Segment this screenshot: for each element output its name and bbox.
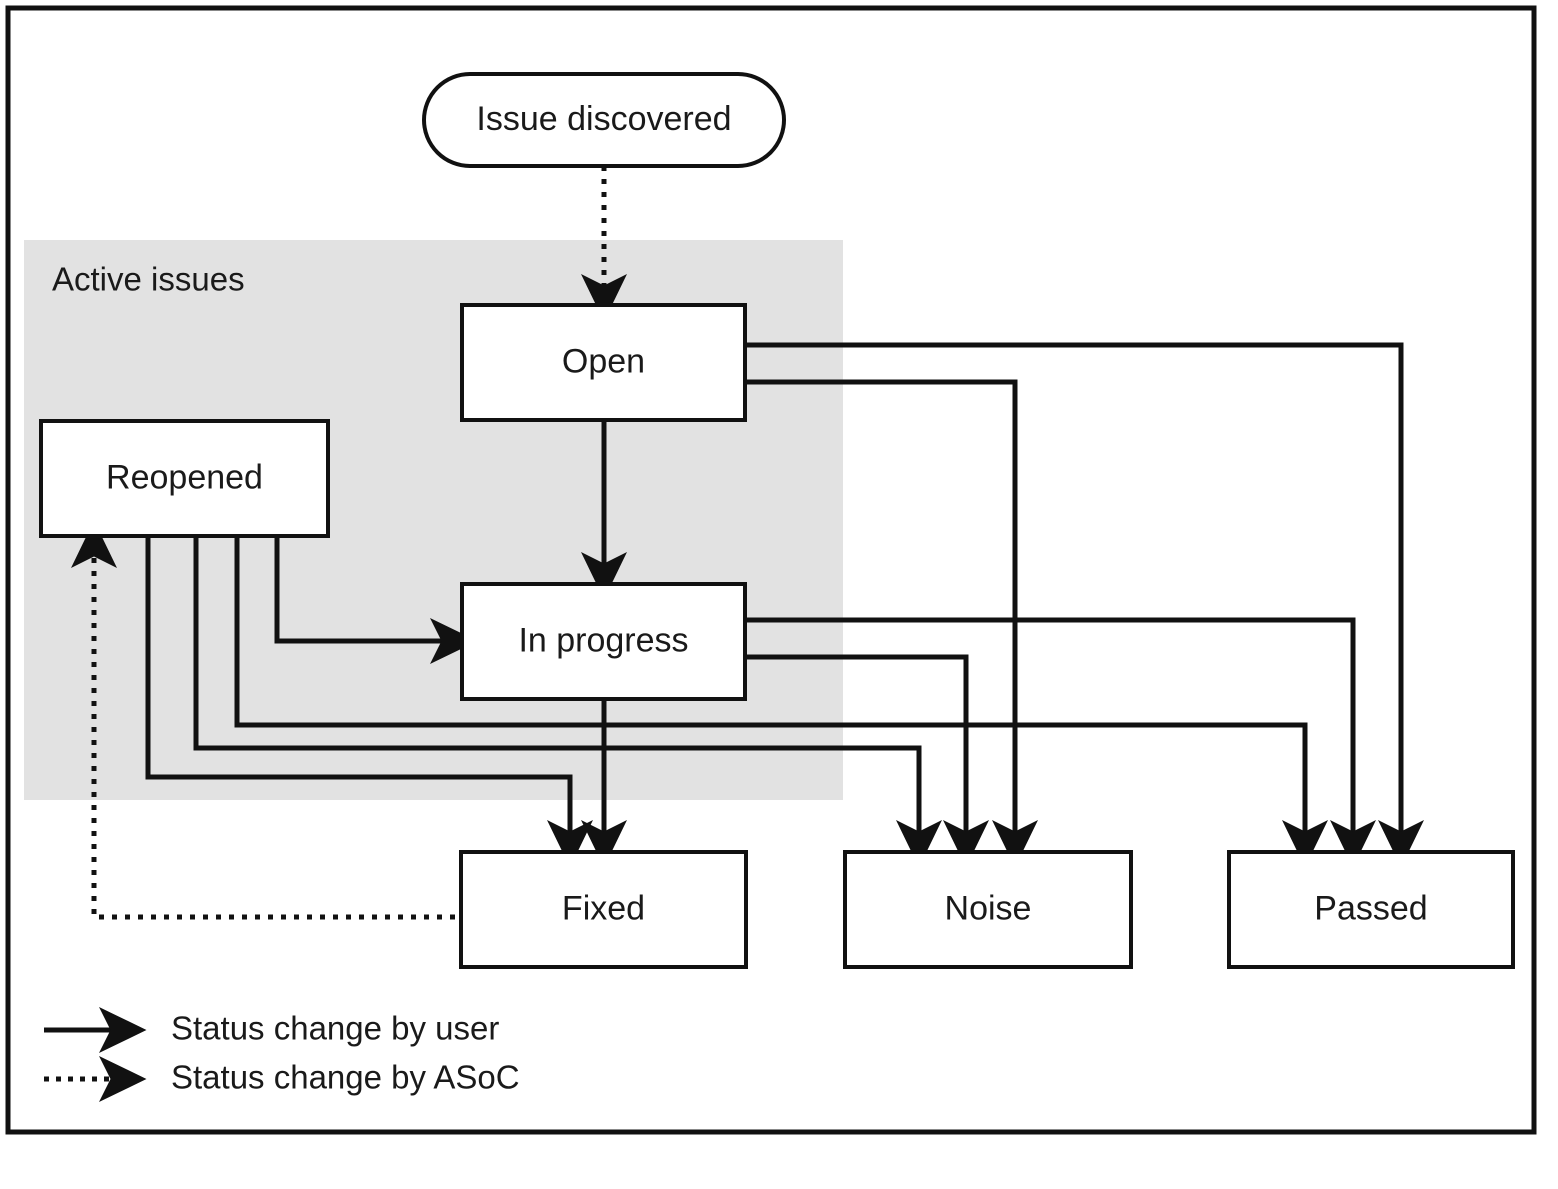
node-fixed[interactable]: Fixed [459, 850, 748, 969]
node-issue-discovered[interactable]: Issue discovered [422, 72, 786, 168]
edge-layer [71, 166, 1424, 920]
node-label-noise: Noise [945, 889, 1032, 927]
node-shape-reopened [39, 419, 330, 538]
node-shape-open [460, 303, 747, 422]
node-noise[interactable]: Noise [843, 850, 1133, 969]
node-label-in-progress: In progress [518, 621, 688, 659]
node-shape-noise [843, 850, 1133, 969]
node-label-fixed: Fixed [562, 889, 645, 927]
edge-reopened-to-noise [193, 536, 942, 868]
node-open[interactable]: Open [460, 303, 747, 422]
edge-reopened-to-in-progress [274, 536, 478, 664]
legend: Status change by user Status change by A… [44, 1007, 520, 1102]
node-passed[interactable]: Passed [1227, 850, 1515, 969]
edge-in-progress-to-noise [745, 654, 989, 868]
edge-reopened-to-fixed [145, 536, 593, 868]
node-shape-issue-discovered [422, 72, 786, 168]
edge-reopened-to-passed [234, 536, 1328, 868]
node-label-open: Open [562, 342, 645, 380]
edge-in-progress-to-passed [745, 617, 1376, 868]
active-issues-label: Active issues [52, 261, 245, 298]
edge-fixed-to-reopened [71, 520, 455, 920]
node-label-passed: Passed [1314, 889, 1427, 927]
edge-open-to-noise [745, 379, 1038, 868]
node-reopened[interactable]: Reopened [39, 419, 330, 538]
legend-row-asoc: Status change by ASoC [44, 1056, 520, 1102]
legend-label-asoc: Status change by ASoC [171, 1059, 520, 1096]
node-shape-in-progress [460, 582, 747, 701]
node-shape-passed [1227, 850, 1515, 969]
legend-label-user: Status change by user [171, 1010, 499, 1047]
edge-open-to-passed [745, 342, 1424, 868]
node-shape-fixed [459, 850, 748, 969]
node-label-reopened: Reopened [106, 458, 263, 496]
node-in-progress[interactable]: In progress [460, 582, 747, 701]
node-label-issue-discovered: Issue discovered [476, 100, 731, 138]
legend-row-user: Status change by user [44, 1007, 499, 1053]
